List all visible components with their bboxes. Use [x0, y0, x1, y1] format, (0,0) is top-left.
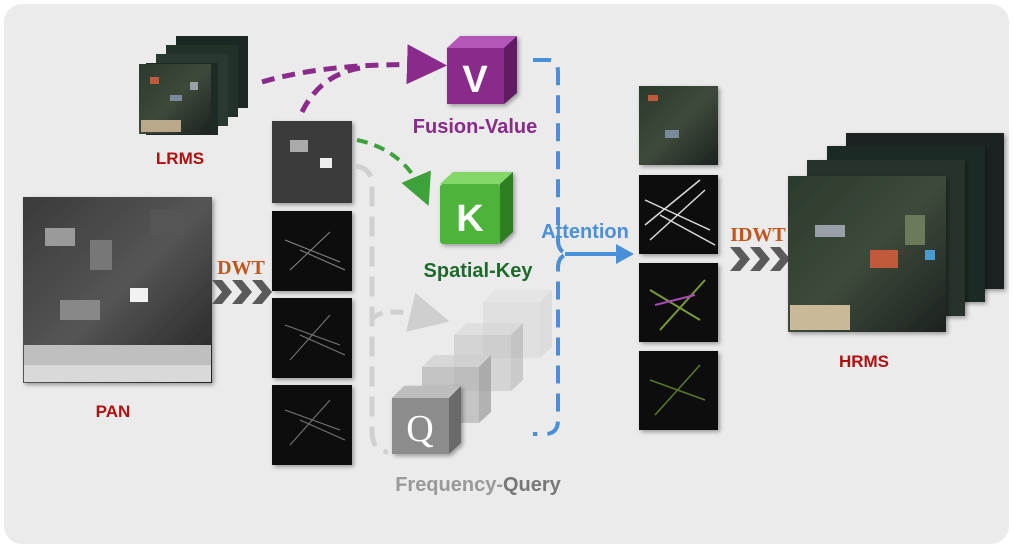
idwt-label: IDWT: [730, 224, 786, 246]
attention-label: Attention: [541, 221, 629, 243]
subband-to-query-connector: [354, 163, 389, 455]
frequency-query-label: Frequency-Query: [395, 474, 561, 496]
subband-to-query-arrow: [369, 292, 450, 332]
dwt-label: DWT: [217, 257, 265, 279]
frequency-part: Frequency-: [395, 474, 503, 496]
hrms-label: HRMS: [839, 352, 889, 371]
spatial-key-label: Spatial-Key: [424, 260, 534, 282]
dwt-subband-images: [272, 121, 352, 465]
attention-bracket: [533, 58, 569, 436]
query-letter: Q: [406, 408, 433, 450]
pan-to-value-arrow: [299, 65, 361, 114]
lrms-label: LRMS: [156, 149, 204, 168]
value-letter: V: [462, 59, 488, 101]
hrms-image-stack: [788, 133, 1004, 332]
background-panel: [4, 4, 1009, 544]
key-letter: K: [456, 198, 484, 240]
value-cube: [447, 36, 517, 104]
fusion-value-label: Fusion-Value: [413, 116, 537, 138]
pan-to-key-arrow: [356, 138, 431, 207]
lrms-image-stack: [139, 36, 248, 135]
idwt-chevrons: [730, 247, 790, 271]
key-cube: [440, 172, 513, 244]
query-part: Query: [503, 474, 562, 496]
pan-label: PAN: [96, 402, 131, 421]
dwt-chevrons: [212, 280, 272, 304]
lrms-to-value-arrow: [261, 44, 447, 85]
attention-arrow: [565, 244, 634, 264]
pan-image: [23, 197, 212, 383]
attention-output-images: [639, 86, 718, 430]
query-cube-stack: [392, 290, 552, 454]
